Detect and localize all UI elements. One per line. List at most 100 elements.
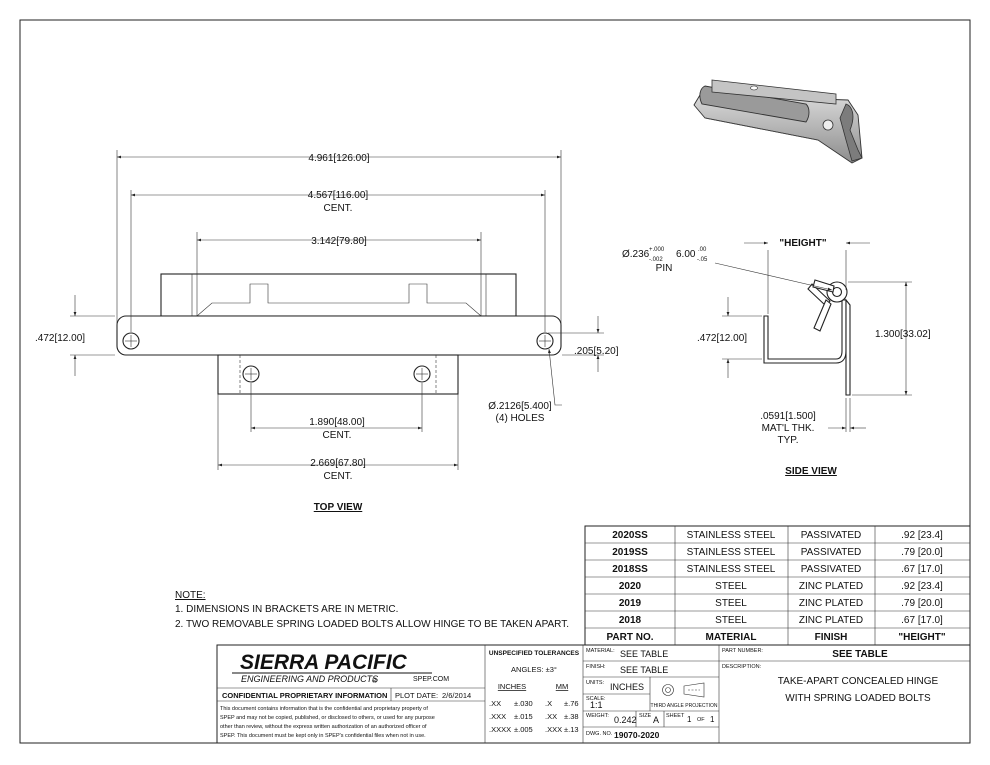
overall-height: 1.300[33.02] bbox=[875, 329, 931, 340]
mounting-hole bbox=[536, 332, 554, 350]
dim-overall-label: 4.961[126.00] bbox=[308, 153, 369, 164]
header-material: MATERIAL bbox=[706, 632, 757, 643]
plot-date: 2/6/2014 bbox=[442, 691, 471, 700]
pin-label: PIN bbox=[656, 263, 673, 274]
plot-date-label: PLOT DATE: bbox=[395, 691, 438, 700]
tolerance-row: .XX ±.030 .X ±.76 bbox=[489, 699, 579, 708]
scale-value: 1:1 bbox=[590, 700, 603, 710]
tolerance-inches-label: INCHES bbox=[498, 682, 526, 691]
units-label: UNITS: bbox=[586, 680, 605, 686]
dim-edge-offset-label: .205[5.20] bbox=[574, 346, 619, 357]
dim-hole-centers-note: CENT. bbox=[324, 203, 353, 214]
mat-thickness-note: MAT'L THK. bbox=[762, 423, 815, 434]
mat-thickness-typ: TYP. bbox=[778, 435, 799, 446]
tol-mm-format: .XX bbox=[545, 712, 557, 721]
header-finish: FINISH bbox=[815, 632, 848, 643]
side-view-title: SIDE VIEW bbox=[785, 466, 837, 477]
finish-cell: PASSIVATED bbox=[801, 547, 862, 558]
tol-mm-value: ±.13 bbox=[564, 725, 579, 734]
height-cell: .79 [20.0] bbox=[901, 547, 943, 558]
material-cell: STAINLESS STEEL bbox=[687, 547, 776, 558]
units-value: INCHES bbox=[610, 682, 644, 692]
part-number-cell: 2019 bbox=[619, 598, 642, 609]
sheet-value: 1 bbox=[687, 715, 692, 724]
drawing-number: 19070-2020 bbox=[614, 730, 660, 740]
table-row: 2019 STEEL ZINC PLATED .79 [20.0] bbox=[619, 598, 943, 609]
height-cell: .79 [20.0] bbox=[901, 598, 943, 609]
company-name: SIERRA PACIFIC bbox=[240, 651, 408, 674]
description-line: WITH SPRING LOADED BOLTS bbox=[785, 693, 931, 704]
tol-mm-format: .XXX bbox=[545, 725, 562, 734]
tol-inch-value: ±.030 bbox=[514, 699, 533, 708]
dim-inner-label: 3.142[79.80] bbox=[311, 236, 367, 247]
finish-value: SEE TABLE bbox=[620, 665, 668, 675]
company-sub: ENGINEERING AND PRODUCTS bbox=[241, 674, 378, 684]
confidential-text: This document contains information that … bbox=[220, 706, 428, 712]
part-table: 2020SS STAINLESS STEEL PASSIVATED .92 [2… bbox=[584, 525, 971, 646]
material-cell: STEEL bbox=[715, 598, 747, 609]
title-block: SIERRA PACIFIC ENGINEERING AND PRODUCTS … bbox=[216, 644, 971, 744]
dim-hole-dia-label: Ø.2126[5.400] bbox=[488, 401, 552, 412]
tol-mm-format: .X bbox=[545, 699, 552, 708]
isometric-view bbox=[693, 79, 863, 164]
height-cell: .67 [17.0] bbox=[901, 564, 943, 575]
tol-inch-format: .XXX bbox=[489, 712, 506, 721]
mat-thickness: .0591[1.500] bbox=[760, 411, 816, 422]
header-part-no: PART NO. bbox=[606, 632, 653, 643]
table-row: 2020SS STAINLESS STEEL PASSIVATED .92 [2… bbox=[612, 530, 943, 541]
pin-tol-plus: +.000 bbox=[649, 247, 665, 253]
tol-mm-value: ±.76 bbox=[564, 699, 579, 708]
notes: NOTE: 1. DIMENSIONS IN BRACKETS ARE IN M… bbox=[175, 590, 569, 630]
tolerance-angles: ANGLES: ±3° bbox=[511, 665, 557, 674]
side-view: "HEIGHT" Ø.236 +.000 -.002 6.00 .00 -.05… bbox=[622, 238, 931, 477]
description-label: DESCRIPTION: bbox=[722, 664, 762, 670]
tol-inch-format: .XXXX bbox=[489, 725, 511, 734]
part-number-cell: 2020SS bbox=[612, 530, 648, 541]
tol-mm-value: ±.38 bbox=[564, 712, 579, 721]
finish-cell: PASSIVATED bbox=[801, 564, 862, 575]
table-row: 2019SS STAINLESS STEEL PASSIVATED .79 [2… bbox=[612, 547, 943, 558]
notes-heading: NOTE: bbox=[175, 590, 206, 601]
confidential-text: SPEP and may not be copied, published, o… bbox=[220, 715, 435, 721]
table-header-row: PART NO. MATERIAL FINISH "HEIGHT" bbox=[606, 632, 945, 643]
height-cell: .67 [17.0] bbox=[901, 615, 943, 626]
table-row: 2018SS STAINLESS STEEL PASSIVATED .67 [1… bbox=[612, 564, 943, 575]
tol-inch-value: ±.005 bbox=[514, 725, 533, 734]
side-profile bbox=[763, 299, 847, 364]
size-value: A bbox=[653, 715, 659, 725]
projection-label: THIRD ANGLE PROJECTION bbox=[651, 703, 718, 709]
tolerance-mm-label: MM bbox=[556, 682, 569, 691]
part-number-cell: 2019SS bbox=[612, 547, 648, 558]
size-label: SIZE bbox=[639, 713, 652, 719]
dim-lower-centers-note: CENT. bbox=[323, 430, 352, 441]
dim-lower-centers-label: 1.890[48.00] bbox=[309, 417, 365, 428]
drawing-number-label: DWG. NO. bbox=[586, 731, 613, 737]
height-cell: .92 [23.4] bbox=[901, 581, 943, 592]
tolerance-row: .XXXX ±.005 .XXX ±.13 bbox=[489, 725, 579, 734]
pin-dia: Ø.236 bbox=[622, 249, 650, 260]
tolerance-title: UNSPECIFIED TOLERANCES bbox=[489, 650, 580, 657]
confidential-text: SPEP. This document must be kept only in… bbox=[220, 733, 426, 739]
sheet-count: 1 bbox=[710, 715, 715, 724]
height-cell: .92 [23.4] bbox=[901, 530, 943, 541]
part-number-cell: 2018 bbox=[619, 615, 642, 626]
material-value: SEE TABLE bbox=[620, 649, 668, 659]
description-line: TAKE-APART CONCEALED HINGE bbox=[778, 676, 939, 687]
height-label: "HEIGHT" bbox=[779, 238, 827, 249]
weight-value: 0.242 bbox=[614, 715, 637, 725]
top-view: 4.961[126.00] 4.567[116.00] CENT. 3.142[… bbox=[35, 150, 619, 513]
mounting-hole bbox=[242, 365, 260, 383]
pin-metric-tol-minus: -.05 bbox=[697, 257, 708, 263]
top-view-title: TOP VIEW bbox=[314, 502, 363, 513]
note-item: 1. DIMENSIONS IN BRACKETS ARE IN METRIC. bbox=[175, 604, 398, 615]
upper-leaf-cutout bbox=[196, 283, 482, 317]
finish-cell: ZINC PLATED bbox=[799, 581, 863, 592]
weight-label: WEIGHT: bbox=[586, 713, 609, 719]
tol-inch-value: ±.015 bbox=[514, 712, 533, 721]
side-height-left: .472[12.00] bbox=[697, 333, 747, 344]
finish-label: FINISH: bbox=[586, 664, 606, 670]
dim-height-left-label: .472[12.00] bbox=[35, 333, 85, 344]
material-label: MATERIAL: bbox=[586, 648, 615, 654]
